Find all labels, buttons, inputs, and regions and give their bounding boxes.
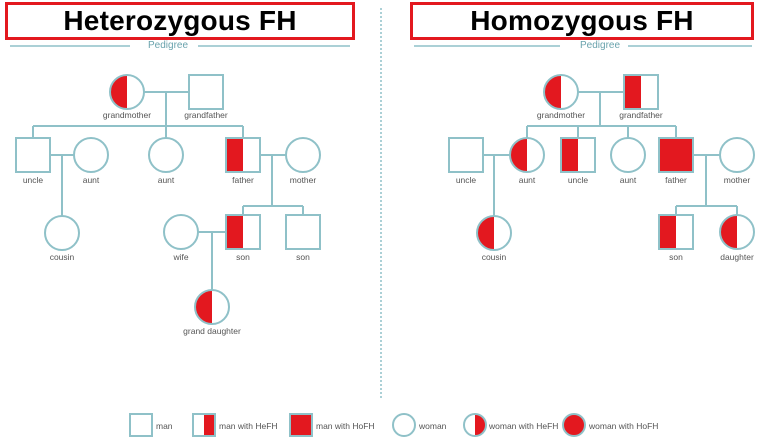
left-label-father: father: [232, 175, 254, 185]
right-label-uncle1: uncle: [456, 175, 477, 185]
legend-woman-label: woman: [418, 421, 447, 431]
right-label-cousin: cousin: [482, 252, 507, 262]
right-pedigree: [483, 91, 738, 216]
left-label-grandfather: grandfather: [184, 110, 228, 120]
legend-man-label: man: [156, 421, 173, 431]
right-grandmother-symbol: [543, 74, 579, 110]
right-label-aunt2: aunt: [620, 175, 637, 185]
right-aunt1-symbol: [509, 137, 545, 173]
left-label-wife: wife: [172, 252, 188, 262]
legend-woman-hefh-label: woman with HeFH: [488, 421, 558, 431]
right-label-son: son: [669, 252, 683, 262]
subtitle-left-pedigree: Pedigree: [144, 40, 193, 51]
right-label-aunt1: aunt: [519, 175, 536, 185]
legend-woman-symbol: [392, 413, 416, 437]
right-label-grandfather: grandfather: [619, 110, 663, 120]
left-label-granddaughter: grand daughter: [183, 326, 241, 336]
right-father-symbol: [658, 137, 694, 173]
left-aunt2-symbol: [148, 137, 184, 173]
left-label-mother: mother: [290, 175, 317, 185]
left-father-symbol: [225, 137, 261, 173]
right-grandfather-symbol: [623, 74, 659, 110]
right-label-daughter: daughter: [720, 252, 754, 262]
legend-woman-hofh-label: woman with HoFH: [588, 421, 658, 431]
left-son-symbol: [225, 214, 261, 250]
right-uncle2-symbol: [560, 137, 596, 173]
left-aunt1-symbol: [73, 137, 109, 173]
left-uncle-symbol: [15, 137, 51, 173]
left-label-aunt2: aunt: [158, 175, 175, 185]
left-cousin-symbol: [44, 215, 80, 251]
right-daughter-symbol: [719, 214, 755, 250]
left-label-grandmother: grandmother: [103, 110, 151, 120]
legend-man-hofh-symbol: [289, 413, 313, 437]
right-label-father: father: [665, 175, 687, 185]
right-label-uncle2: uncle: [568, 175, 589, 185]
left-label-uncle: uncle: [23, 175, 44, 185]
subtitle-right-pedigree: Pedigree: [576, 40, 625, 51]
legend: man man with HeFH man with HoFH woman wo…: [129, 413, 658, 437]
left-wife-symbol: [163, 214, 199, 250]
right-uncle1-symbol: [448, 137, 484, 173]
legend-man-hefh-symbol: [192, 413, 216, 437]
legend-man-hefh-label: man with HeFH: [219, 421, 278, 431]
legend-man-symbol: [129, 413, 153, 437]
legend-woman-hofh-symbol: [562, 413, 586, 437]
title-homozygous: Homozygous FH: [410, 2, 754, 40]
right-son-symbol: [658, 214, 694, 250]
legend-man-hofh-label: man with HoFH: [316, 421, 375, 431]
left-label-son2: son: [296, 252, 310, 262]
right-mother-symbol: [719, 137, 755, 173]
left-pedigree: [32, 91, 304, 290]
left-grandfather-symbol: [188, 74, 224, 110]
left-label-aunt1: aunt: [83, 175, 100, 185]
left-label-son: son: [236, 252, 250, 262]
title-heterozygous: Heterozygous FH: [5, 2, 355, 40]
left-grandmother-symbol: [109, 74, 145, 110]
left-son2-symbol: [285, 214, 321, 250]
right-cousin-symbol: [476, 215, 512, 251]
legend-woman-hefh-symbol: [463, 413, 487, 437]
left-mother-symbol: [285, 137, 321, 173]
right-label-grandmother: grandmother: [537, 110, 585, 120]
right-label-mother: mother: [724, 175, 751, 185]
left-label-cousin: cousin: [50, 252, 75, 262]
left-granddaughter-symbol: [194, 289, 230, 325]
right-aunt2-symbol: [610, 137, 646, 173]
